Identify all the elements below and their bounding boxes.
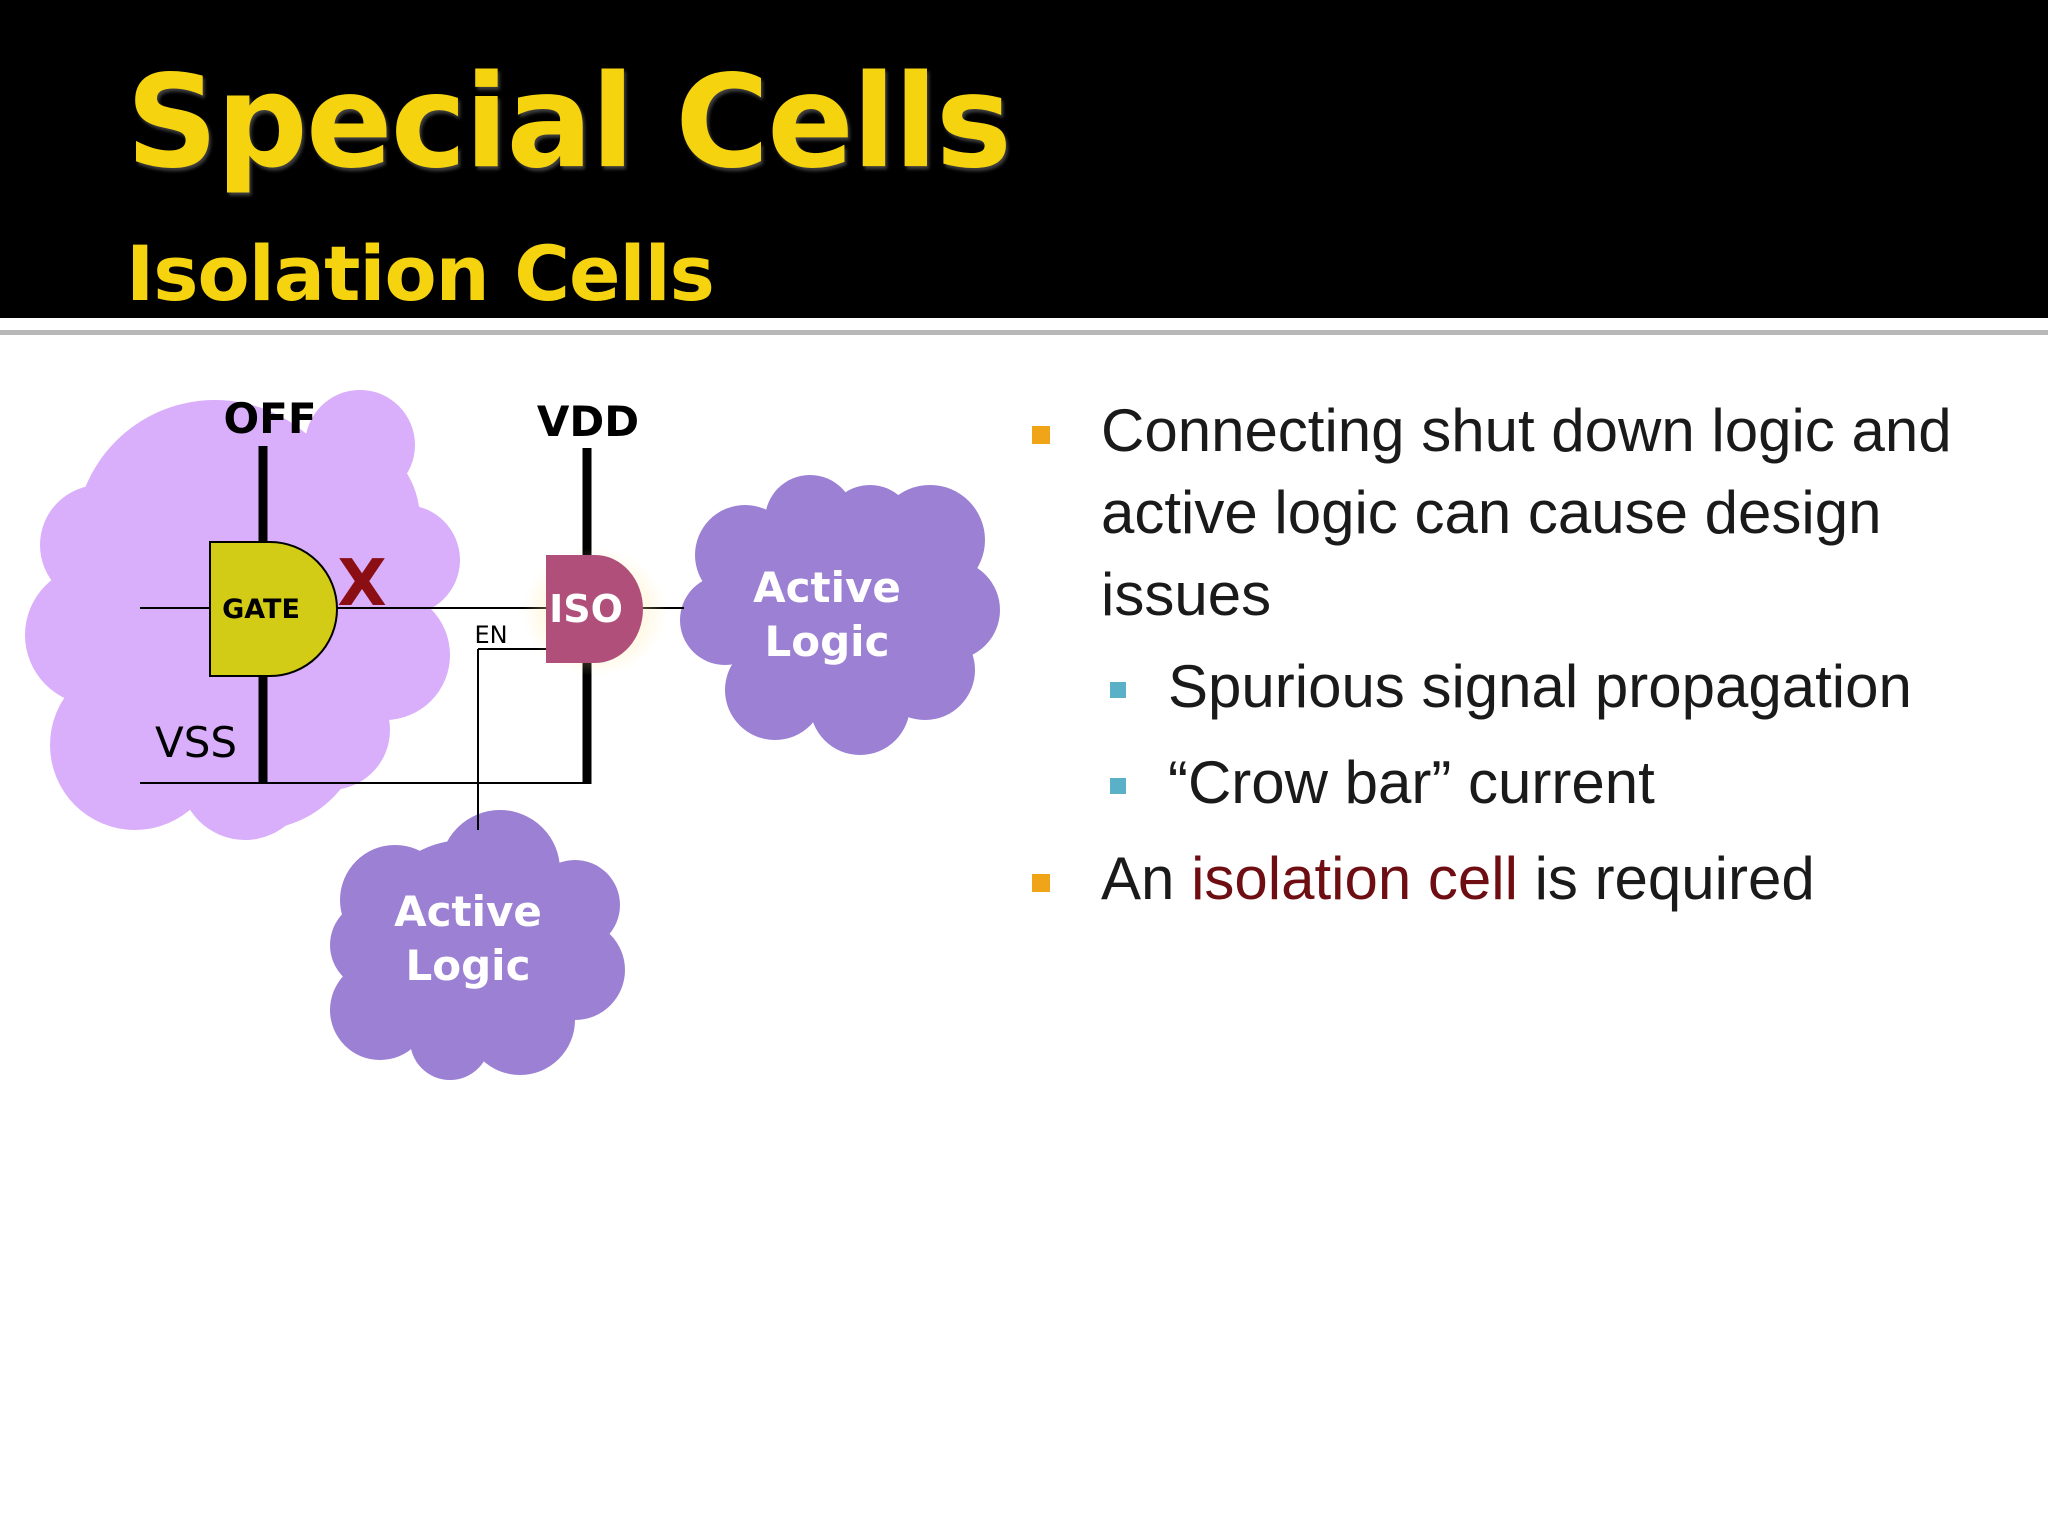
bullet-item: Connecting shut down logic and active lo…: [1020, 390, 2030, 636]
off-domain-cloud: [25, 390, 460, 840]
bullet-list: Connecting shut down logic and active lo…: [1020, 390, 2030, 930]
bullet-text: An: [1101, 845, 1192, 912]
highlighted-term: isolation cell: [1191, 845, 1518, 912]
iso-label: ISO: [549, 587, 623, 631]
sub-bullet-marker-icon: [1110, 778, 1126, 794]
header-divider: [0, 320, 2048, 326]
gate-cell: [209, 541, 338, 677]
active-logic-bottom-label-line1: Active: [394, 887, 542, 936]
iso-cell: [546, 555, 643, 663]
slide-subtitle: Isolation Cells: [126, 229, 715, 318]
header-divider-shadow: [0, 330, 2048, 335]
slide-title: Special Cells: [126, 48, 1012, 197]
active-logic-bottom-label-line2: Logic: [406, 941, 531, 990]
signal-wires: [140, 607, 684, 830]
vdd-rail-label: VDD: [537, 397, 639, 446]
bullet-text: “Crow bar” current: [1168, 749, 1655, 816]
active-logic-cloud-bottom: [330, 810, 625, 1080]
bullet-text: Connecting shut down logic and active lo…: [1101, 397, 1952, 628]
active-logic-right-label-line2: Logic: [765, 617, 890, 666]
broken-connection-mark: X: [337, 547, 386, 621]
sub-bullet-item: Spurious signal propagation: [1020, 646, 2030, 728]
active-logic-right-label-line1: Active: [753, 563, 901, 612]
off-rail-label: OFF: [223, 394, 316, 443]
bullet-marker-icon: [1032, 426, 1050, 444]
gate-label: GATE: [222, 594, 300, 625]
sub-bullet-item: “Crow bar” current: [1020, 742, 2030, 824]
slide-header: [0, 0, 2048, 318]
bullet-text: Spurious signal propagation: [1168, 653, 1912, 720]
isolation-cell-diagram: GATE X ISO OFF VDD VSS EN Active Logic A…: [25, 390, 1000, 1080]
bullet-item: An isolation cell is required: [1020, 838, 2030, 920]
sub-bullet-marker-icon: [1110, 682, 1126, 698]
active-logic-cloud-right: [680, 475, 1000, 755]
vss-rail-label: VSS: [155, 718, 237, 767]
enable-label: EN: [474, 621, 507, 649]
bullet-text: is required: [1517, 845, 1815, 912]
bullet-marker-icon: [1032, 874, 1050, 892]
